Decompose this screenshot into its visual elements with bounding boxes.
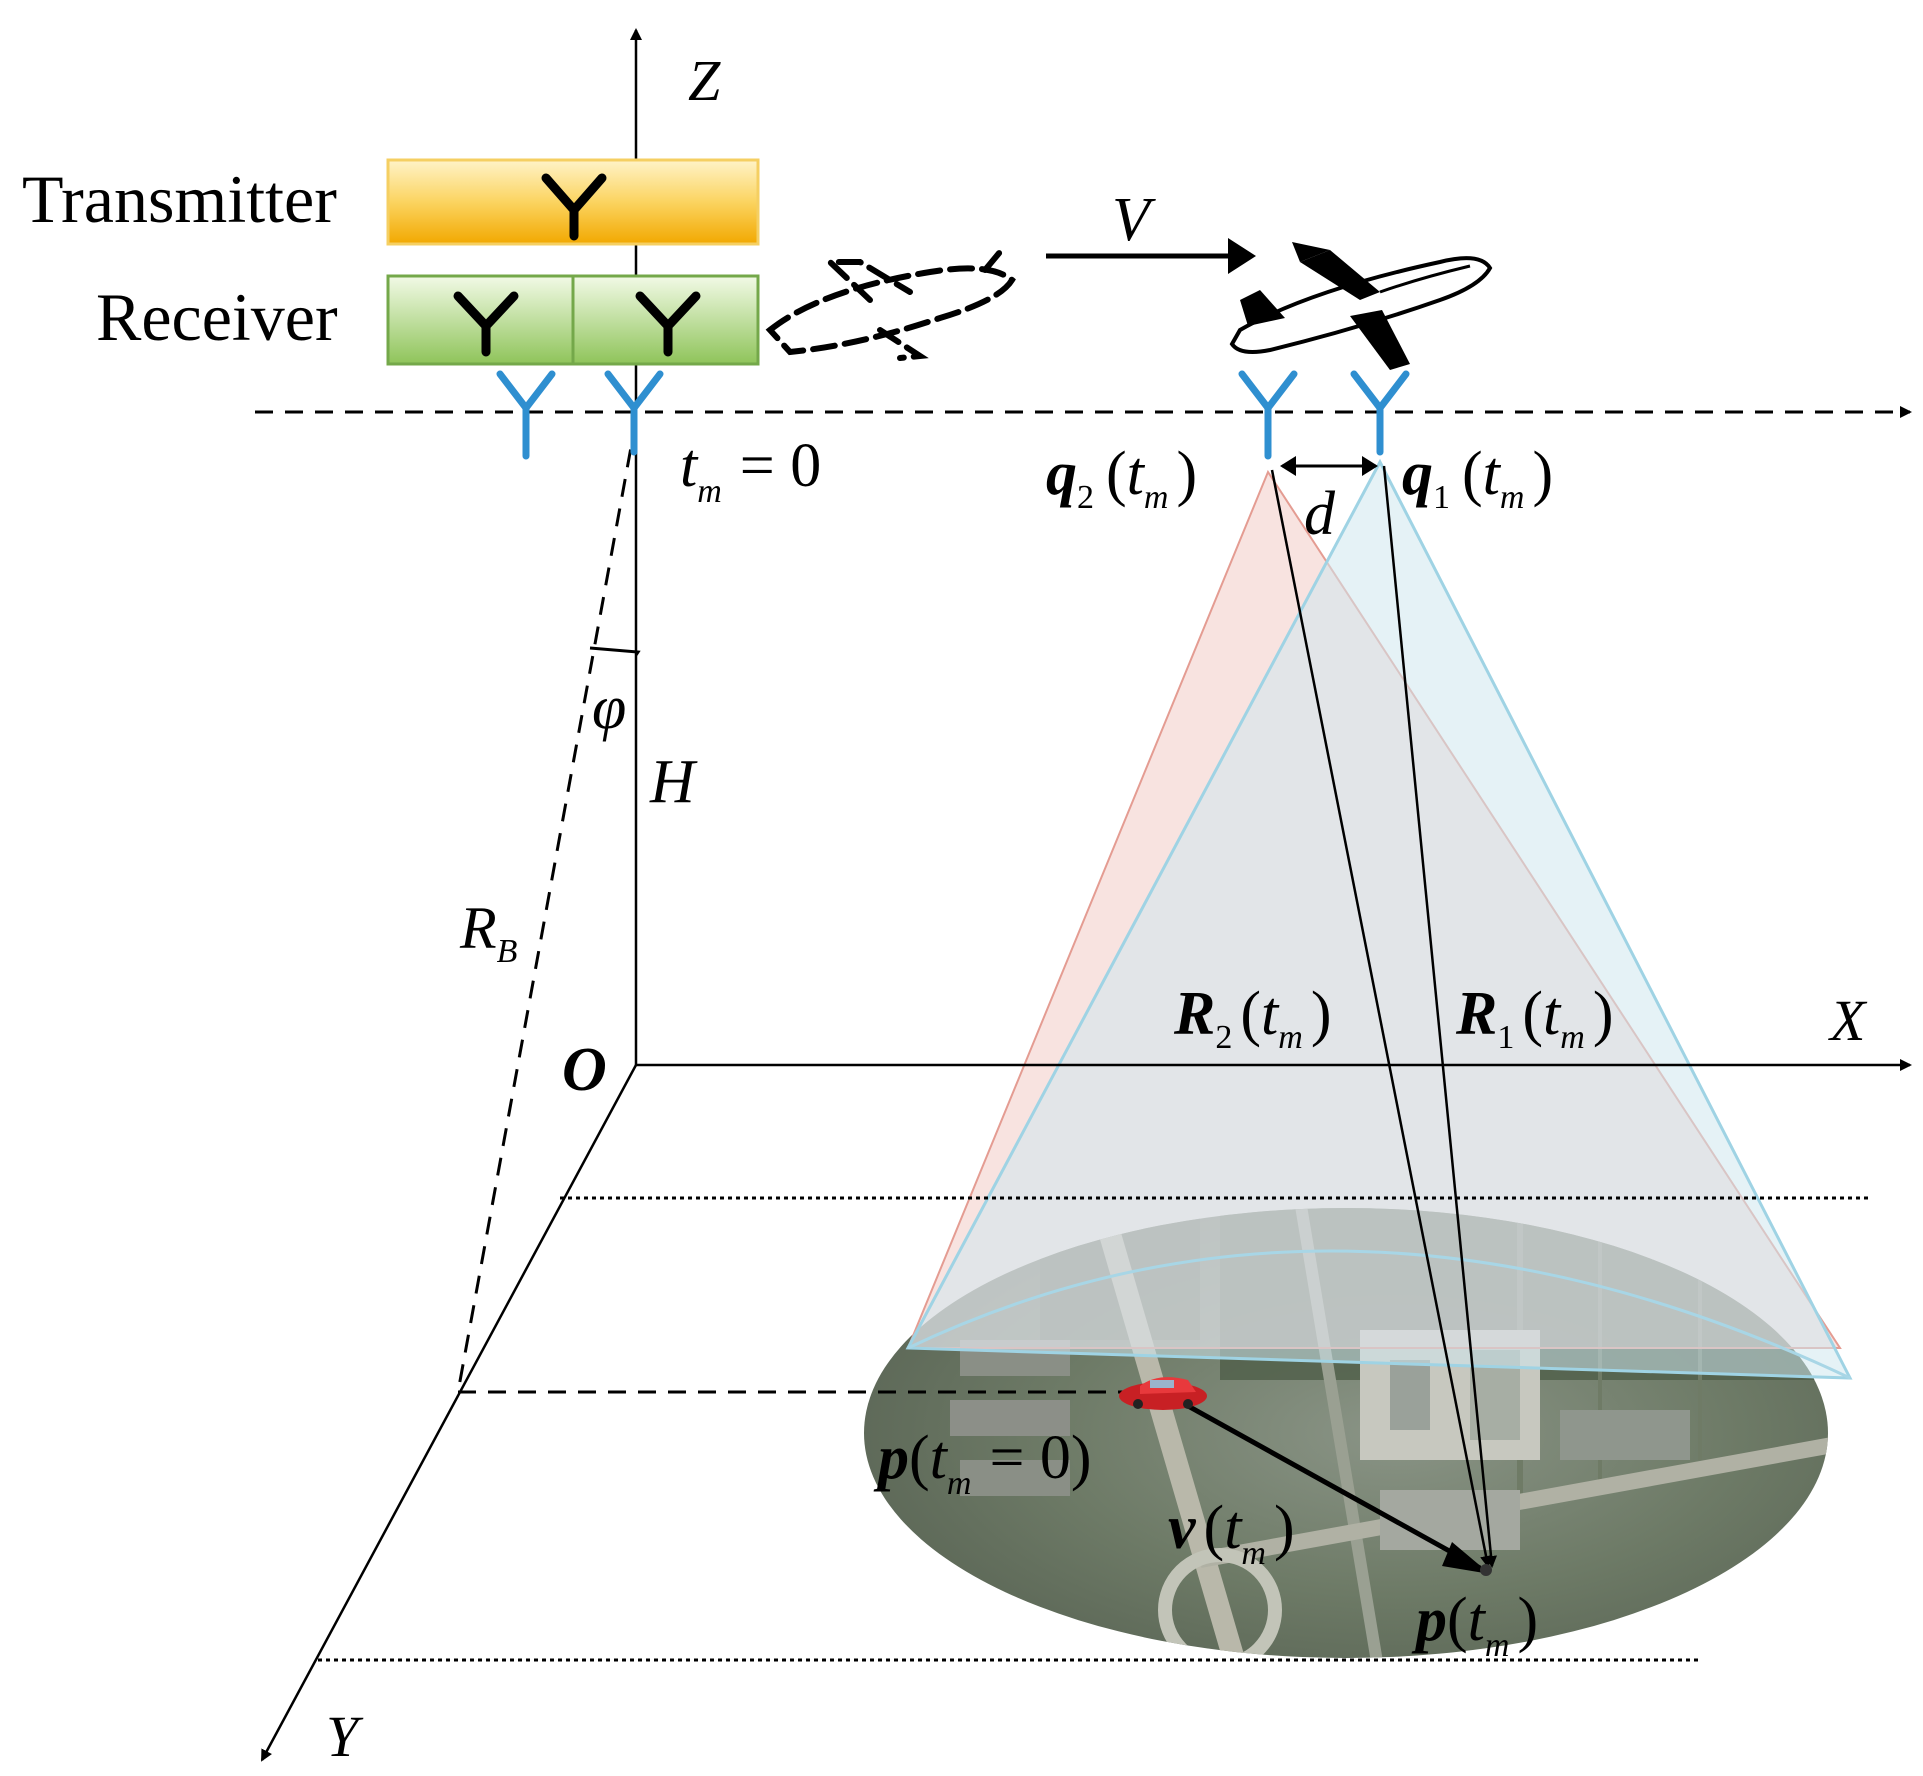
axis-z-label: Z (688, 48, 721, 113)
angle-marker (589, 646, 641, 656)
antenna-q2-icon (1238, 370, 1298, 460)
receiver-antenna-icon-2 (635, 291, 701, 357)
airplane-ghost-icon (765, 249, 1016, 361)
time-zero-label: tm= 0 (680, 432, 821, 510)
axis-x-label: X (1828, 988, 1868, 1053)
origin-label: O (562, 1036, 607, 1104)
q1-label: q1(tm) (1402, 440, 1553, 516)
transmitter-antenna-icon (541, 173, 607, 241)
baseline-label: d (1304, 480, 1336, 548)
transmitter-bar (386, 158, 760, 246)
slant-range-line (456, 419, 638, 1393)
p0-label: p(tm= 0) (873, 1424, 1092, 1502)
q2-label: q2(tm) (1046, 440, 1197, 516)
antenna-t0-a-icon (496, 370, 556, 460)
velocity-label: V (1112, 186, 1156, 254)
angle-label: φ (592, 674, 626, 742)
range-line-r2 (1270, 469, 1492, 1568)
v-label: v(tm) (1168, 1494, 1295, 1572)
transmitter-label: Transmitter (22, 161, 337, 237)
r2-label: R2(tm) (1173, 980, 1331, 1056)
range-line-r1 (1382, 465, 1497, 1568)
receiver-bar (386, 274, 760, 366)
target-velocity-arrow (1168, 1393, 1482, 1571)
p-label: p(tm) (1411, 1586, 1538, 1664)
r1-label: R1(tm) (1455, 980, 1613, 1056)
beam-q1 (905, 458, 1853, 1380)
axis-y-label: Y (326, 1704, 364, 1769)
target-point (1480, 1564, 1492, 1576)
receiver-label: Receiver (96, 279, 338, 355)
slant-range-label: RB (459, 895, 518, 970)
airplane-icon (1229, 242, 1493, 370)
height-label: H (649, 748, 698, 816)
antenna-t0-b-icon (604, 370, 664, 456)
antenna-q1-icon (1350, 370, 1410, 456)
car-target-icon (1119, 1377, 1207, 1410)
receiver-antenna-icon-1 (453, 291, 519, 357)
axis-y-line (260, 1064, 638, 1762)
